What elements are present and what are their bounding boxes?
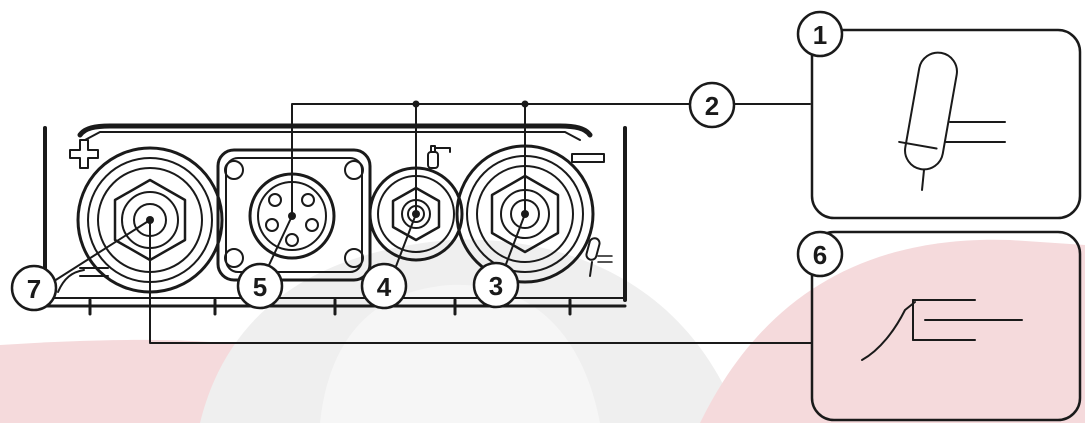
gas-bottle-icon xyxy=(427,145,451,169)
callout-3: 3 xyxy=(472,261,520,309)
callout-2-label: 2 xyxy=(705,91,719,121)
callout-6: 6 xyxy=(796,230,844,278)
control-connector xyxy=(216,148,372,282)
callout-1-label: 1 xyxy=(813,20,827,50)
callout-7-label: 7 xyxy=(27,274,41,304)
negative-terminal-symbol xyxy=(571,153,605,163)
watermark xyxy=(0,239,1085,423)
torch-icon xyxy=(585,237,613,277)
callout-5-label: 5 xyxy=(253,272,267,302)
callout-1: 1 xyxy=(796,10,844,58)
callout-6-label: 6 xyxy=(813,240,827,270)
earth-clamp-icon xyxy=(57,267,109,293)
front-panel xyxy=(43,123,627,316)
callout-5: 5 xyxy=(236,262,284,310)
callout-2: 2 xyxy=(688,81,736,129)
callout-4-label: 4 xyxy=(377,272,392,302)
detail-box-torch xyxy=(810,28,1082,220)
positive-terminal-symbol xyxy=(69,139,99,169)
callout-7: 7 xyxy=(10,264,58,312)
callout-4: 4 xyxy=(360,262,408,310)
detail-box-earth-cable xyxy=(810,230,1082,422)
callout-3-label: 3 xyxy=(489,271,503,301)
